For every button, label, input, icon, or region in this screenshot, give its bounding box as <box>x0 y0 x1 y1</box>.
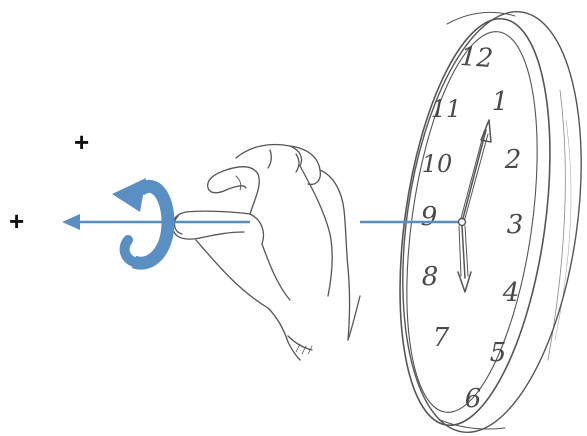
hand-pinky-finger <box>320 170 350 340</box>
clock-numeral-2: 2 <box>504 145 522 175</box>
clock-rim-shading-2 <box>555 120 571 340</box>
clock-hands <box>458 120 491 292</box>
clock-numeral-12: 12 <box>459 42 494 74</box>
hand-palm-contour <box>262 244 290 300</box>
rotation-arrow-tail <box>125 240 134 262</box>
hand-middle-finger <box>236 145 302 167</box>
hand-thumb <box>173 211 251 239</box>
clock-numeral-11: 11 <box>431 95 462 123</box>
rotation-arrow-icon <box>112 178 168 263</box>
clock-numeral-7: 7 <box>433 323 450 353</box>
rotation-arrowhead <box>112 178 146 212</box>
clock-numeral-8: 8 <box>422 262 439 292</box>
clock-rim-top-join <box>447 12 515 24</box>
hand-wrinkle <box>236 176 241 190</box>
hand-knuckle-lines <box>268 150 299 172</box>
hand-palm-lower <box>196 240 288 342</box>
clock-minute-hand <box>462 120 491 222</box>
clock-numeral-10: 10 <box>422 150 453 178</box>
clock-numeral-6: 6 <box>465 384 482 414</box>
clock-center-pin <box>459 219 466 226</box>
hand-back-contour <box>300 166 332 296</box>
clock-numeral-1: 1 <box>492 87 509 117</box>
hand-index-finger <box>208 167 260 214</box>
clock-numeral-4: 4 <box>502 278 520 308</box>
clock-numerals: 12 1 2 3 4 5 6 7 8 9 10 11 <box>421 42 524 414</box>
hand-thumbnail <box>175 216 182 234</box>
axis-sign-label: + <box>9 208 24 234</box>
clock-numeral-9: 9 <box>421 202 438 232</box>
hand-ring-finger <box>290 146 320 184</box>
rotation-sign-label: + <box>74 129 89 155</box>
axis-arrow <box>62 214 250 230</box>
hand-index-knuckle <box>250 214 264 244</box>
axis-arrowhead <box>62 214 80 230</box>
clock-numeral-3: 3 <box>507 210 524 240</box>
clock-numeral-5: 5 <box>490 338 507 368</box>
hand-sketch <box>173 145 361 361</box>
